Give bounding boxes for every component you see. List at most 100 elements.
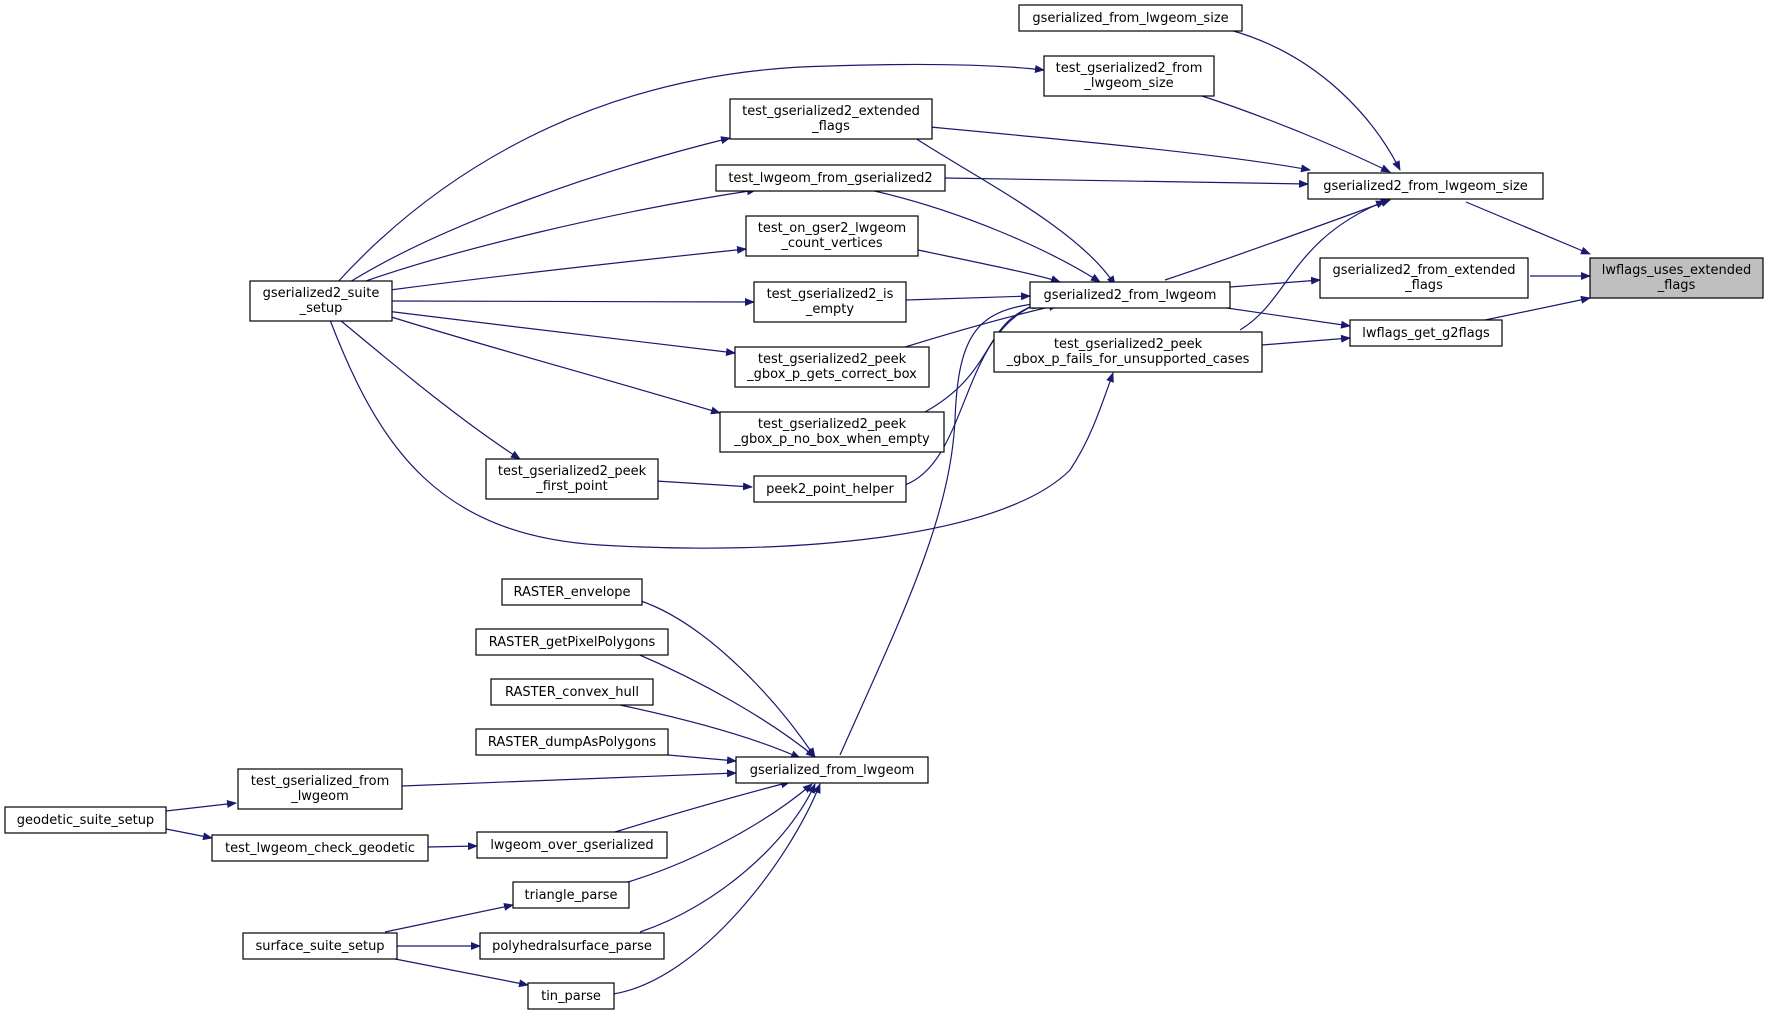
node-label: gserialized2_from_lwgeom: [1044, 288, 1217, 303]
edge-checkgeodetic-to-lwover: [427, 842, 478, 851]
node-label: test_gserialized2_peek: [498, 464, 647, 479]
node-surface-suite-setup[interactable]: surface_suite_setup: [242, 932, 398, 960]
edge-triangle-to-gfromlwgeom: [627, 783, 813, 883]
node-label: test_gserialized2_peek: [1054, 337, 1203, 352]
node-label: _gbox_p_fails_for_unsupported_cases: [1006, 352, 1250, 367]
node-test-lwgeom-from-gserialized2[interactable]: test_lwgeom_from_gserialized2: [715, 164, 946, 192]
edge-setup-to-countverts: [389, 245, 747, 291]
node-label: RASTER_getPixelPolygons: [489, 635, 656, 650]
node-gserialized2-from-extended-flags[interactable]: gserialized2_from_extended _flags: [1319, 257, 1529, 299]
node-polyhedralsurface-parse[interactable]: polyhedralsurface_parse: [479, 932, 665, 960]
edge-setup-to-isempty: [389, 297, 755, 306]
node-gserialized2-from-lwgeom-size[interactable]: gserialized2_from_lwgeom_size: [1307, 172, 1544, 200]
edge-failscases-to-g2flags: [1261, 334, 1351, 346]
edge-setup-to-testg2fromsize: [334, 63, 1045, 286]
node-label: triangle_parse: [525, 888, 618, 903]
node-raster-envelope[interactable]: RASTER_envelope: [501, 578, 643, 606]
edge-isempty-to-g2fromlwgeom: [905, 292, 1031, 301]
edge-geodetic-to-testgfrom: [165, 800, 237, 812]
node-label: gserialized_from_lwgeom_size: [1032, 11, 1228, 26]
node-label: test_gserialized2_extended: [742, 104, 920, 119]
node-lwgeom-over-gserialized[interactable]: lwgeom_over_gserialized: [476, 831, 668, 859]
node-label: test_on_gser2_lwgeom: [758, 221, 906, 236]
node-label: RASTER_convex_hull: [505, 685, 639, 700]
node-label: peek2_point_helper: [766, 482, 894, 497]
node-test-gserialized2-from-lwgeom-size[interactable]: test_gserialized2_from _lwgeom_size: [1043, 55, 1215, 97]
node-label: _lwgeom_size: [1083, 76, 1173, 91]
edge-setup-to-getsbox: [385, 310, 736, 356]
node-label: test_lwgeom_from_gserialized2: [728, 171, 932, 186]
node-test-gserialized2-peek-first-point[interactable]: test_gserialized2_peek _first_point: [485, 458, 659, 500]
node-label: RASTER_dumpAsPolygons: [488, 735, 656, 750]
edge-lwfromg2-to-g2size: [944, 177, 1309, 188]
node-label: _flags: [1657, 278, 1696, 293]
node-label: _first_point: [535, 479, 608, 494]
node-label: _flags: [811, 119, 850, 134]
edge-g2fromlwgeom-to-g2extflags: [1229, 276, 1321, 288]
edge-rasterpix-to-gfromlwgeom: [627, 649, 816, 758]
edge-lwfromg2-to-g2fromlwgeom: [869, 189, 1101, 283]
node-raster-getpixelpolygons[interactable]: RASTER_getPixelPolygons: [475, 628, 669, 656]
node-lwflags-get-g2flags[interactable]: lwflags_get_g2flags: [1349, 319, 1503, 347]
node-label: _flags: [1404, 278, 1443, 293]
node-tin-parse[interactable]: tin_parse: [527, 982, 615, 1010]
edge-setup-to-lwfromg2: [351, 187, 757, 287]
node-raster-convex-hull[interactable]: RASTER_convex_hull: [490, 678, 654, 706]
node-label: _gbox_p_gets_correct_box: [746, 367, 917, 382]
edge-rasterenv-to-gfromlwgeom: [637, 599, 816, 758]
node-test-lwgeom-check-geodetic[interactable]: test_lwgeom_check_geodetic: [211, 834, 429, 862]
edge-polyhedral-to-gfromlwgeom: [639, 783, 816, 933]
edge-lwover-to-gfromlwgeom: [614, 780, 791, 833]
node-label: gserialized_from_lwgeom: [750, 763, 915, 778]
node-label: surface_suite_setup: [255, 939, 384, 954]
node-test-on-gser2-lwgeom-count-vertices[interactable]: test_on_gser2_lwgeom _count_vertices: [745, 215, 919, 257]
node-test-gserialized-from-lwgeom[interactable]: test_gserialized_from _lwgeom: [237, 768, 403, 810]
node-label: lwflags_uses_extended: [1602, 263, 1752, 278]
node-label: gserialized2_from_extended: [1332, 263, 1515, 278]
node-label: polyhedralsurface_parse: [492, 939, 652, 954]
node-test-gserialized2-extended-flags[interactable]: test_gserialized2_extended _flags: [729, 98, 933, 140]
node-label: lwflags_get_g2flags: [1362, 326, 1490, 341]
node-label: test_gserialized2_peek: [758, 417, 907, 432]
node-label: test_lwgeom_check_geodetic: [225, 841, 415, 856]
edge-tin-to-gfromlwgeom: [612, 783, 821, 995]
node-test-gserialized2-is-empty[interactable]: test_gserialized2_is _empty: [753, 281, 907, 323]
node-label: _gbox_p_no_box_when_empty: [733, 432, 930, 447]
edge-geodetic-to-checkgeodetic: [165, 828, 213, 841]
node-label: gserialized2_from_lwgeom_size: [1323, 179, 1528, 194]
node-label: RASTER_envelope: [513, 585, 630, 600]
edge-testgfrom-to-gfromlwgeom: [401, 769, 737, 787]
edge-g2fromlwgeom-to-g2flags: [1219, 306, 1351, 329]
edge-firstpoint-to-peek2: [655, 480, 753, 491]
node-gserialized2-from-lwgeom[interactable]: gserialized2_from_lwgeom: [1029, 281, 1231, 309]
edge-surface-to-triangle: [384, 902, 514, 933]
edge-surface-to-tin: [389, 957, 529, 988]
node-raster-dumpaspolygons[interactable]: RASTER_dumpAsPolygons: [475, 728, 669, 756]
node-label: test_gserialized_from: [251, 774, 389, 789]
edge-rasterdump-to-gfromlwgeom: [667, 754, 737, 765]
edge-g2size-to-lwflags: [1465, 201, 1591, 255]
node-triangle-parse[interactable]: triangle_parse: [512, 881, 630, 909]
edge-failscases-to-g2size: [1239, 200, 1386, 331]
edge-setup-to-firstpoint: [339, 319, 521, 460]
node-peek2-point-helper[interactable]: peek2_point_helper: [753, 475, 907, 503]
node-test-gserialized2-peek-gbox-p-no-box-when-empty[interactable]: test_gserialized2_peek _gbox_p_no_box_wh…: [719, 411, 945, 453]
node-label: _count_vertices: [780, 236, 883, 251]
edge-setup-to-failscases: [329, 319, 1114, 549]
node-test-gserialized2-peek-gbox-p-fails-for-unsupported-cases[interactable]: test_gserialized2_peek _gbox_p_fails_for…: [993, 331, 1263, 373]
node-gserialized-from-lwgeom[interactable]: gserialized_from_lwgeom: [735, 756, 929, 784]
node-label: tin_parse: [541, 989, 601, 1004]
node-lwflags-uses-extended-flags[interactable]: lwflags_uses_extended _flags: [1589, 257, 1764, 299]
node-gserialized2-suite-setup[interactable]: gserialized2_suite _setup: [249, 280, 393, 322]
node-test-gserialized2-peek-gbox-p-gets-correct-box[interactable]: test_gserialized2_peek _gbox_p_gets_corr…: [734, 346, 930, 388]
edge-testg2fromsize-to-g2size: [1201, 95, 1391, 173]
node-label: test_gserialized2_is: [767, 287, 894, 302]
node-label: _empty: [805, 302, 855, 317]
node-label: lwgeom_over_gserialized: [490, 838, 653, 853]
node-gserialized-from-lwgeom-size[interactable]: gserialized_from_lwgeom_size: [1018, 4, 1243, 32]
node-label: geodetic_suite_setup: [17, 813, 154, 828]
node-geodetic-suite-setup[interactable]: geodetic_suite_setup: [4, 806, 167, 834]
edge-peek2-to-g2fromlwgeom: [904, 302, 1041, 486]
node-label: test_gserialized2_peek: [758, 352, 907, 367]
